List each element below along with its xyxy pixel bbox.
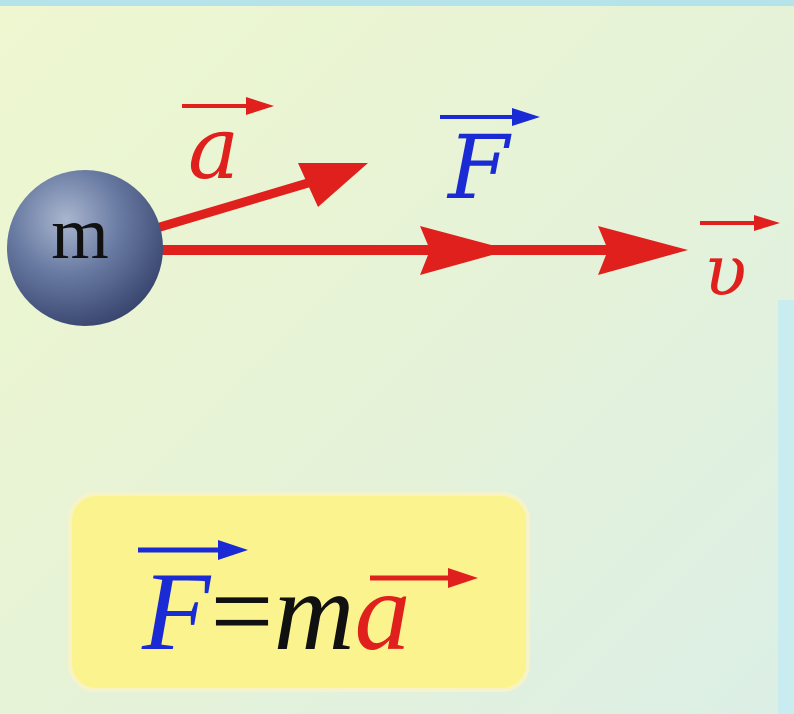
formula-equals: =: [210, 550, 274, 674]
velocity-label: υ: [704, 230, 747, 312]
force-label: F: [448, 116, 510, 219]
formula-box: F=ma: [68, 492, 530, 692]
velocity-label-arrow: [700, 215, 780, 231]
formula-force-arrow: [138, 540, 248, 560]
formula-mass: m: [273, 550, 355, 674]
formula-force: F: [142, 550, 211, 674]
mass-ball: [7, 170, 163, 326]
acceleration-vector: [145, 163, 368, 235]
velocity-vector: [150, 226, 688, 275]
formula-arrows: [138, 540, 478, 588]
newton-second-law-formula: F=ma: [142, 556, 410, 668]
acceleration-label: a: [188, 99, 240, 199]
acceleration-label-arrow: [182, 97, 274, 115]
force-label-arrow: [440, 108, 540, 126]
top-border-strip: [0, 0, 794, 6]
right-border-strip: [778, 300, 794, 714]
mass-label: m: [51, 193, 109, 275]
formula-acceleration: a: [354, 550, 411, 674]
formula-acceleration-arrow: [370, 568, 478, 588]
